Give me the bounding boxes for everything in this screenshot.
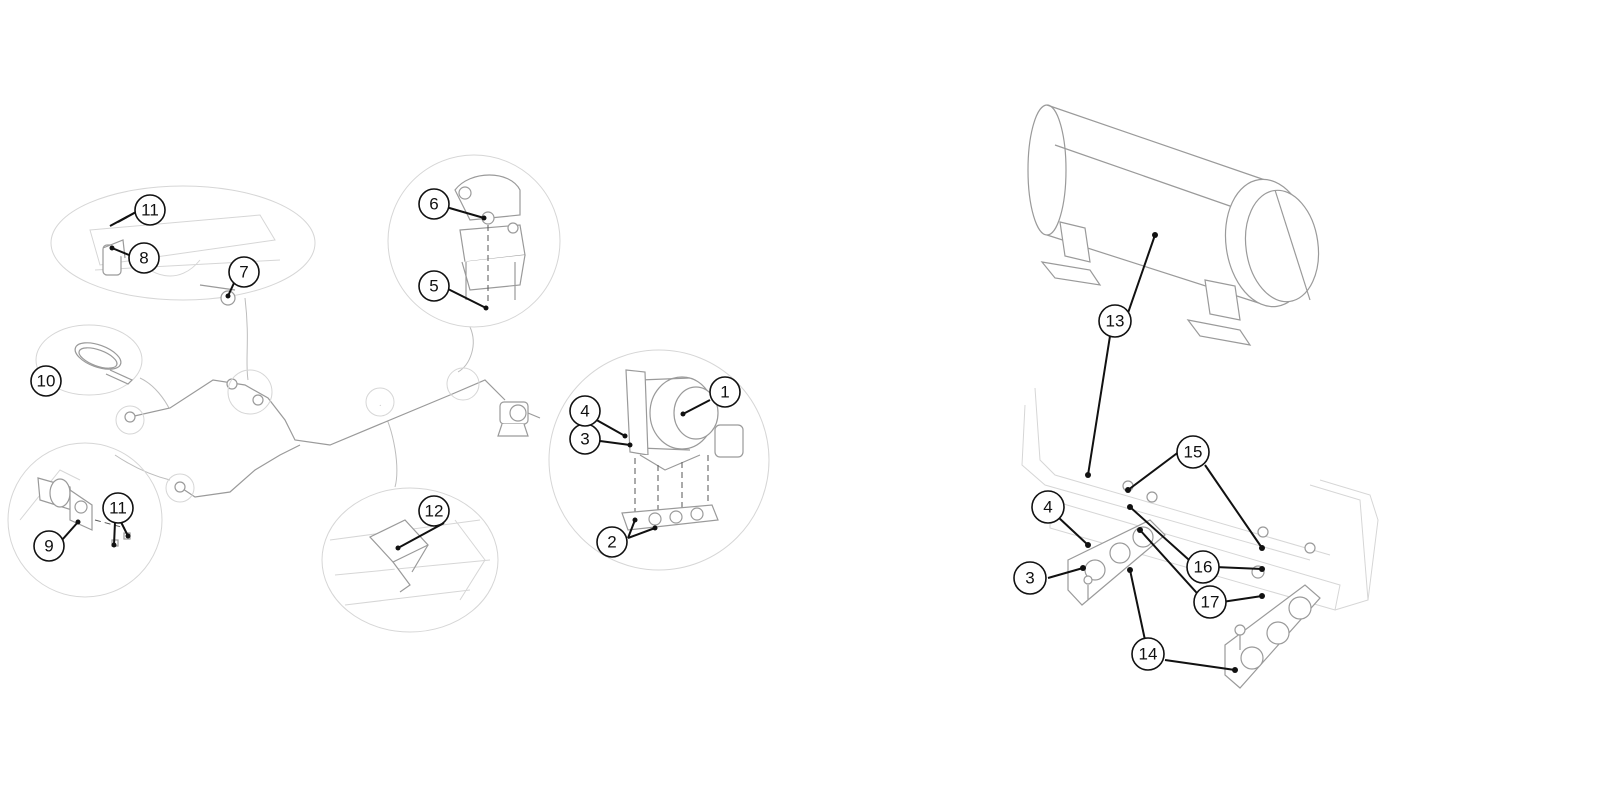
mounting-plate-left (1067, 519, 1166, 606)
joint-bubble (115, 405, 145, 435)
callout-11-bottom: 11 (102, 492, 134, 524)
svg-text:16: 16 (1194, 558, 1213, 577)
svg-text:17: 17 (1201, 593, 1220, 612)
callout-2: 2 (596, 526, 628, 558)
callout-9: 9 (33, 530, 65, 562)
svg-text:6: 6 (429, 195, 438, 214)
callout-8: 8 (128, 242, 160, 274)
svg-text:11: 11 (141, 201, 159, 220)
svg-text:1: 1 (720, 383, 729, 402)
joint-bubble (165, 473, 195, 503)
svg-text:2: 2 (607, 533, 616, 552)
joint-bubble (365, 387, 395, 417)
callout-5: 5 (418, 270, 450, 302)
svg-text:5: 5 (429, 277, 438, 296)
svg-text:9: 9 (44, 537, 53, 556)
right-assembly: 13 14 15 16 17 4 3 (1013, 104, 1379, 689)
callout-16: 16 (1186, 550, 1220, 584)
detail-bubble-bracket-top (50, 185, 316, 306)
svg-text:13: 13 (1106, 312, 1125, 331)
joint-bubble (446, 367, 480, 401)
svg-text:3: 3 (1025, 569, 1034, 588)
svg-text:4: 4 (1043, 498, 1052, 517)
svg-text:4: 4 (580, 402, 589, 421)
callout-10: 10 (30, 365, 62, 397)
mounting-plate-right (1224, 584, 1321, 689)
callout-11-top: 11 (134, 194, 166, 226)
svg-text:3: 3 (580, 430, 589, 449)
pressure-valve (497, 401, 541, 437)
svg-text:14: 14 (1139, 645, 1158, 664)
leader-lines-left (61, 206, 711, 551)
svg-text:15: 15 (1184, 443, 1203, 462)
svg-text:11: 11 (109, 499, 127, 518)
brake-line (124, 378, 506, 498)
detail-bubble-plate (321, 487, 499, 633)
callout-4-right: 4 (1031, 490, 1065, 524)
svg-text:12: 12 (425, 502, 444, 521)
detail-bubble-clamp (35, 324, 143, 396)
callout-3: 3 (569, 423, 601, 455)
air-tank (1027, 104, 1320, 346)
callout-1: 1 (709, 376, 741, 408)
callout-7: 7 (228, 256, 260, 288)
callout-17: 17 (1193, 585, 1227, 619)
callout-15: 15 (1176, 435, 1210, 469)
callout-14: 14 (1131, 637, 1165, 671)
detail-bubble-bracket-bottom (7, 442, 163, 598)
joint-bubble (227, 369, 273, 415)
callout-3-right: 3 (1013, 561, 1047, 595)
detail-bubble-fitting (387, 154, 561, 328)
callout-6: 6 (418, 188, 450, 220)
svg-text:7: 7 (239, 263, 248, 282)
callout-13: 13 (1098, 304, 1132, 338)
svg-text:8: 8 (139, 249, 148, 268)
callout-4: 4 (569, 395, 601, 427)
svg-text:10: 10 (37, 372, 56, 391)
left-assembly: 1 2 3 4 5 6 7 8 9 10 11 11 12 (7, 154, 770, 633)
callout-12: 12 (418, 495, 450, 527)
